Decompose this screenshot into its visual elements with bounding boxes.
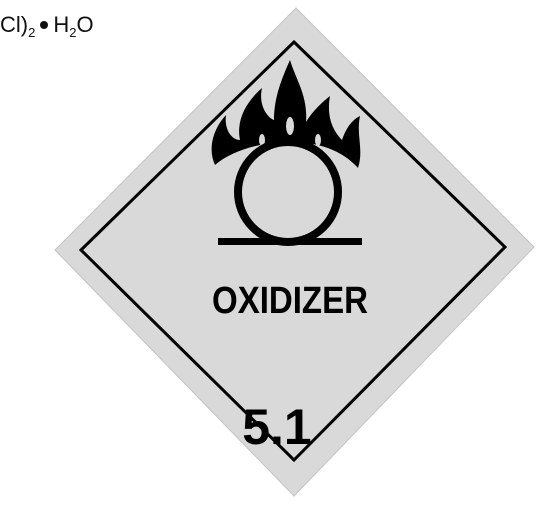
flame-over-circle-icon (211, 60, 362, 246)
formula-part-3: O (76, 12, 94, 37)
formula-part-2: H (53, 12, 70, 37)
bullet-dot-icon (40, 20, 49, 29)
formula-part-1: Cl) (0, 12, 29, 37)
placard-background (54, 7, 535, 497)
formula-subscript-2: 2 (69, 25, 77, 40)
hazard-class-number: 5.1 (242, 399, 312, 455)
placard-border (78, 39, 508, 463)
formula-subscript-1: 2 (28, 25, 36, 40)
placard-label: OXIDIZER (212, 280, 368, 322)
